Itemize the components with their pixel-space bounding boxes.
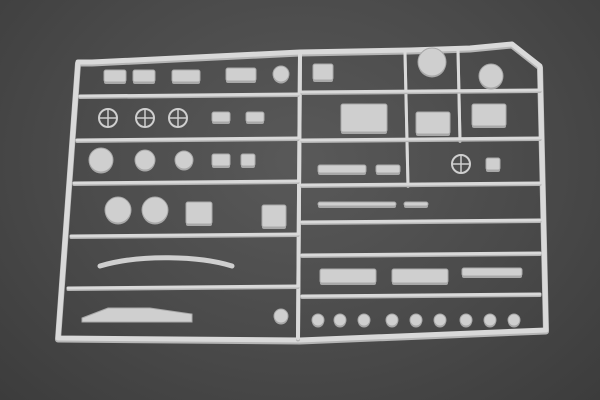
part-frame-block xyxy=(471,103,507,127)
part-small-box-3 xyxy=(485,157,501,171)
part-gearbox-1 xyxy=(185,201,213,225)
part-disc-3 xyxy=(174,150,194,170)
part-curved-arm xyxy=(97,255,235,269)
part-shaft-1 xyxy=(317,201,397,207)
sprue-divider-upper-right xyxy=(403,50,410,187)
part-disc-4 xyxy=(104,196,132,224)
part-plate xyxy=(81,307,193,323)
part-cylinder-2 xyxy=(391,268,449,284)
sprue-runner-left-2 xyxy=(75,136,300,142)
part-bracket-1 xyxy=(103,69,127,83)
sprue-runner-right-6 xyxy=(300,292,542,298)
part-disc-5 xyxy=(141,196,169,224)
part-panel-large xyxy=(340,103,388,133)
part-housing-2 xyxy=(225,67,257,82)
sprue-runner-right-4 xyxy=(300,218,542,224)
part-drum-large xyxy=(417,47,447,77)
sprue-divider-center xyxy=(296,52,302,340)
part-drum-small xyxy=(478,63,504,89)
part-small-box-1 xyxy=(211,153,231,167)
part-small-disc-3 xyxy=(357,313,371,327)
part-gearbox-2 xyxy=(261,204,287,228)
part-rod-2 xyxy=(375,164,401,174)
sprue-divider-top-right xyxy=(456,48,462,142)
part-small-disc-6 xyxy=(433,313,447,327)
part-small-disc-9 xyxy=(507,313,521,327)
part-small-disc-8 xyxy=(483,313,497,327)
sprue-runner-left-5 xyxy=(66,284,300,290)
part-small-disc-4 xyxy=(385,313,399,327)
sprue-runner-right-1 xyxy=(300,88,542,94)
part-linkage xyxy=(461,267,523,277)
sprue-runner-right-2 xyxy=(300,136,542,142)
sprue-frame xyxy=(55,41,549,343)
sprue-runner-right-3 xyxy=(300,181,542,187)
part-housing-1 xyxy=(171,69,201,83)
sprue-runner-left-4 xyxy=(69,232,300,238)
sprue-runner-left-1 xyxy=(78,92,300,98)
part-rod-1 xyxy=(317,164,367,174)
part-cylinder-1 xyxy=(319,268,377,284)
part-disc-2 xyxy=(134,149,156,171)
part-disc-1 xyxy=(88,147,114,173)
sprue-runner-right-5 xyxy=(300,251,542,257)
part-small-disc-1 xyxy=(311,313,325,327)
part-shaft-2 xyxy=(403,201,429,207)
part-small-box-2 xyxy=(240,153,256,167)
sprue-runner-left-3 xyxy=(72,179,300,185)
part-cap-2 xyxy=(273,308,289,324)
part-small-disc-2 xyxy=(333,313,347,327)
part-small-disc-7 xyxy=(459,313,473,327)
part-angle-bracket xyxy=(415,111,451,135)
part-small-disc-5 xyxy=(409,313,423,327)
part-box-1 xyxy=(312,63,334,81)
part-bracket-2 xyxy=(132,69,156,83)
part-cap-1 xyxy=(272,65,290,83)
part-lever-1 xyxy=(211,111,231,123)
part-lever-2 xyxy=(245,111,265,123)
